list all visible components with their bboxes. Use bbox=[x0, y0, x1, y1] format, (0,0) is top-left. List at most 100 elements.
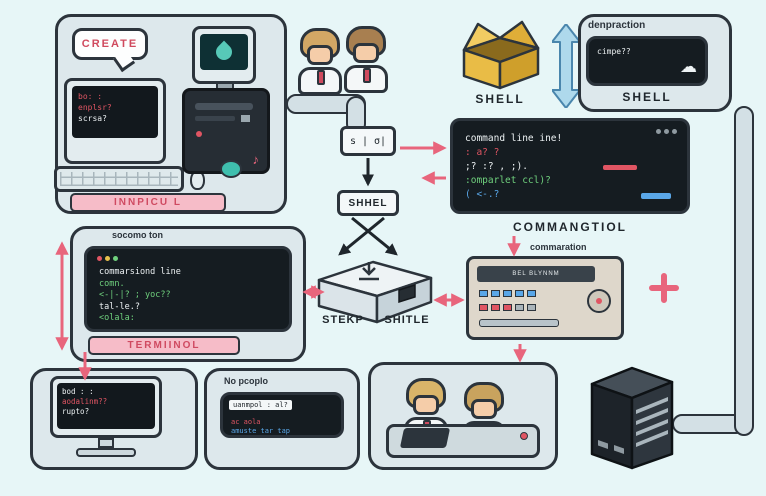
cloud-terminal: cimpe?? ☁ bbox=[586, 36, 708, 86]
vent-slot bbox=[636, 430, 668, 447]
download-icon bbox=[359, 262, 379, 281]
terminal-line: <olala: bbox=[99, 313, 135, 323]
terminal-line: command line ine! bbox=[465, 133, 563, 144]
panel-label-terminal: TERMIINOL bbox=[88, 336, 240, 355]
monitor-base bbox=[76, 448, 136, 457]
device-slot bbox=[479, 319, 559, 327]
terminal-line: commarsiond line bbox=[99, 267, 181, 277]
speech-bubble: CREATE bbox=[72, 28, 148, 60]
left-terminal: commarsiond line comn. <-|-|? ; yoc?? ta… bbox=[84, 246, 292, 332]
drive-slot bbox=[195, 116, 235, 121]
knob-dot bbox=[596, 298, 602, 304]
person-tie bbox=[317, 70, 325, 85]
command-terminal: command line ine! : a? ? ;? :? , ;). :om… bbox=[450, 118, 690, 214]
tower-button bbox=[598, 440, 608, 449]
shhel-box: SHHEL bbox=[337, 190, 399, 216]
server-tower bbox=[590, 366, 674, 470]
slab-label-right: SHITLE bbox=[384, 314, 430, 326]
terminal-line: <-|-|? ; yoc?? bbox=[99, 290, 171, 300]
screen-text-line: enplsr? bbox=[78, 103, 112, 112]
panel-label-input: INNPICU L bbox=[70, 193, 226, 212]
person-face bbox=[471, 399, 497, 419]
device-knob bbox=[587, 289, 611, 313]
music-note-icon: ♪ bbox=[252, 152, 260, 167]
terminal-bar-red bbox=[603, 165, 637, 170]
command-terminal-label: COMMANGTIOL bbox=[513, 220, 627, 234]
no-people-caption: No pcoplo bbox=[224, 376, 268, 386]
drive-slot bbox=[195, 103, 253, 110]
vent-slot bbox=[636, 408, 668, 425]
bottom-monitor: bod : : aodalinm?? rupto? bbox=[50, 376, 162, 438]
mini-monitor bbox=[192, 26, 256, 84]
terminal-line: ( <-.? bbox=[465, 189, 500, 200]
vent-slot bbox=[636, 419, 668, 436]
connector-tube-right bbox=[734, 106, 754, 436]
monitor-neck bbox=[98, 438, 114, 448]
slab-device bbox=[317, 260, 433, 324]
mini-monitor-screen bbox=[200, 34, 248, 70]
panel-label-text: INNPICU L bbox=[114, 197, 182, 208]
terminal-pill: uanmpol : al? bbox=[229, 400, 292, 410]
terminal-line: comn. bbox=[99, 278, 125, 289]
sigma-box-text: s | σ| bbox=[349, 135, 387, 147]
arrow-shhel-to-slab-left bbox=[338, 216, 385, 256]
slab-label-left: STEKP bbox=[322, 314, 364, 326]
blue-double-arrow bbox=[552, 24, 580, 108]
panel-label-text: TERMIINOL bbox=[127, 340, 201, 351]
terminal-bar-blue bbox=[641, 193, 671, 199]
bottom-monitor-screen: bod : : aodalinm?? rupto? bbox=[57, 383, 155, 429]
computer-monitor: bo: : enplsr? scrsa? bbox=[64, 78, 166, 164]
terminal-line: cimpe?? bbox=[597, 47, 631, 56]
sigma-box: s | σ| bbox=[340, 126, 396, 156]
desk-red-button bbox=[520, 432, 528, 440]
screen-text-line: bod : : bbox=[62, 387, 94, 396]
person-face bbox=[307, 45, 333, 65]
person-hair bbox=[300, 28, 340, 58]
keyboard bbox=[54, 166, 184, 192]
shell-panel-label: SHELL bbox=[622, 90, 672, 104]
mini-terminal: uanmpol : al? ac aola amuste tar tap bbox=[220, 392, 344, 438]
person-figure bbox=[344, 26, 390, 94]
tower-button bbox=[241, 115, 250, 122]
device-display: BEL BLYNNM bbox=[477, 266, 595, 282]
terminal-line: tal-le.? bbox=[99, 301, 140, 312]
speech-bubble-label: CREATE bbox=[81, 38, 139, 50]
monitor-screen: bo: : enplsr? scrsa? bbox=[72, 86, 158, 138]
screen-text-line: rupto? bbox=[62, 407, 90, 416]
shell-box-label: SHELL bbox=[475, 92, 525, 106]
terminal-caption: socomo ton bbox=[112, 230, 163, 240]
open-box-shell-icon bbox=[462, 20, 540, 90]
teal-mouse bbox=[220, 160, 242, 178]
plus-icon bbox=[649, 273, 679, 303]
leaf-icon bbox=[212, 40, 236, 64]
device-buttons-blue bbox=[479, 290, 536, 297]
window-dots bbox=[656, 129, 677, 134]
traffic-dots bbox=[97, 256, 118, 261]
laptop bbox=[399, 428, 451, 448]
terminal-line: :omparlet ccl)? bbox=[465, 175, 551, 186]
audio-device: BEL BLYNNM bbox=[466, 256, 624, 340]
power-led bbox=[196, 131, 202, 137]
slab-port bbox=[398, 283, 416, 304]
person-tie bbox=[363, 68, 371, 83]
device-buttons-red bbox=[479, 304, 536, 311]
terminal-line-blue: amuste tar tap bbox=[231, 427, 291, 435]
screen-text-line: aodalinm?? bbox=[62, 397, 108, 406]
person-figure bbox=[298, 28, 344, 96]
keyboard-keys bbox=[60, 172, 178, 186]
arrow-shhel-to-slab-right bbox=[351, 216, 398, 256]
panel-title: denpraction bbox=[588, 20, 646, 31]
person-face bbox=[413, 395, 439, 415]
cloud-icon: ☁ bbox=[680, 57, 697, 76]
shhel-box-text: SHHEL bbox=[348, 197, 388, 209]
screen-text-line: bo: : bbox=[78, 92, 103, 101]
device-caption: commaration bbox=[530, 242, 587, 252]
terminal-line-red: ac aola bbox=[231, 418, 261, 426]
person-torso bbox=[344, 65, 388, 93]
terminal-line: : a? ? bbox=[465, 147, 500, 158]
screen-text-line: scrsa? bbox=[78, 114, 107, 123]
terminal-line: ;? :? , ;). bbox=[465, 161, 528, 172]
vent-slot bbox=[636, 397, 668, 414]
tower-button bbox=[614, 445, 624, 454]
